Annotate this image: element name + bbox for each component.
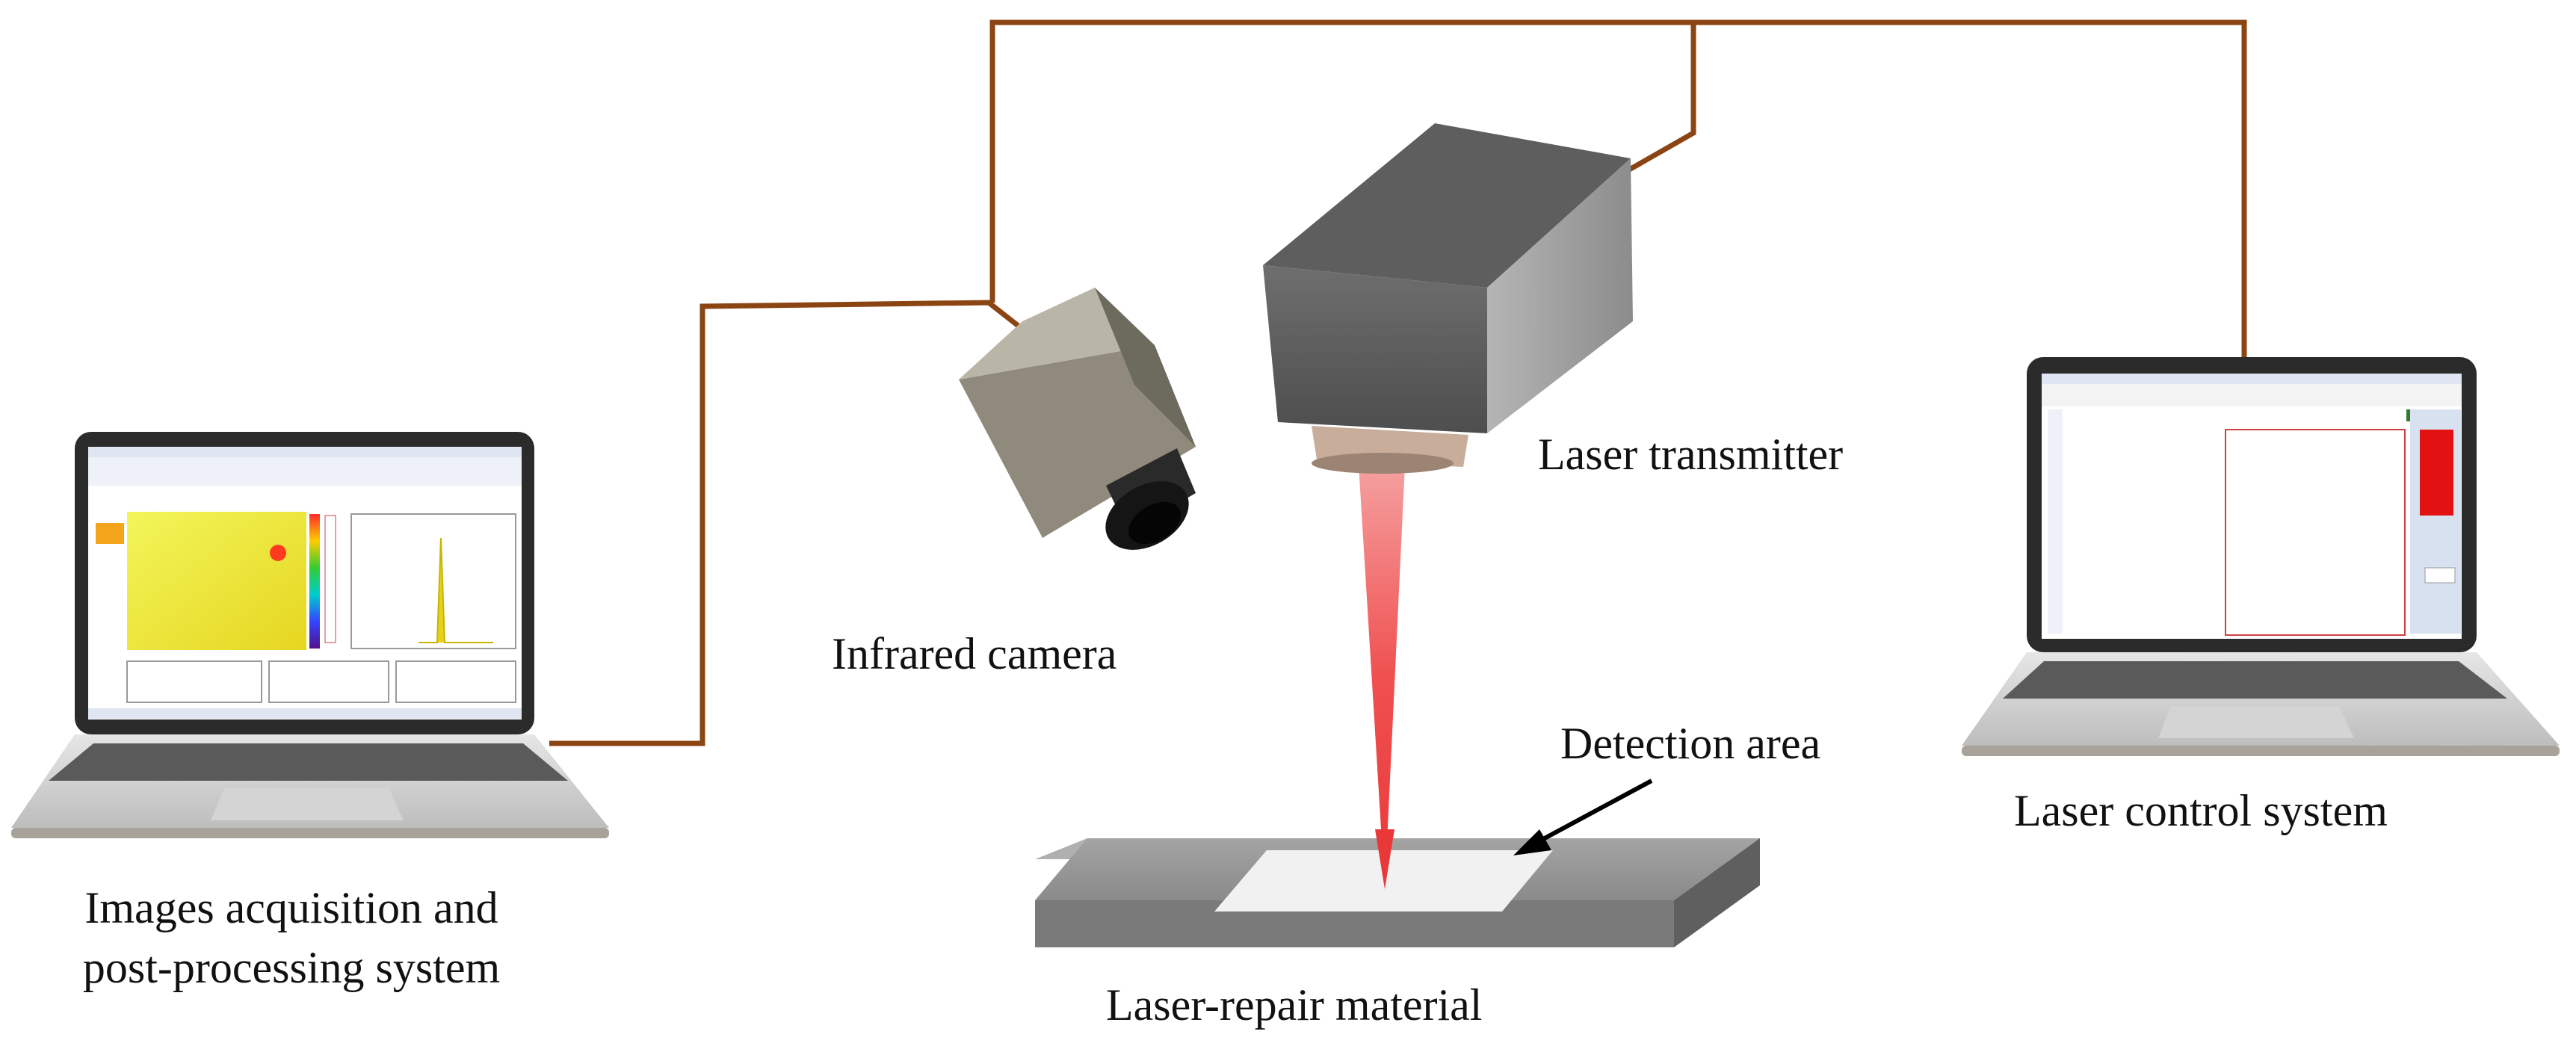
label-infrared-camera: Infrared camera <box>832 629 1117 678</box>
laser-aperture <box>1312 453 1454 474</box>
laptop-keyboard <box>2003 661 2507 699</box>
infrared-camera <box>959 288 1196 550</box>
cable-laptop-to-camera <box>549 300 1022 746</box>
laser-transmitter <box>1263 123 1633 474</box>
material-side-face <box>1674 838 1760 947</box>
label-acquisition-line1: Images acquisition and <box>84 883 498 932</box>
alarm-panel <box>2420 430 2453 516</box>
laser-beam <box>1359 465 1405 889</box>
laser-side-face <box>1487 158 1633 433</box>
laptop-touchpad <box>2158 706 2354 738</box>
cable-camera-to-top <box>989 19 2247 370</box>
histogram-peak <box>418 537 493 643</box>
laptop-touchpad <box>211 788 404 820</box>
control-laptop <box>1962 357 2560 756</box>
acquisition-laptop <box>11 432 609 838</box>
camera-side-face <box>1095 288 1196 447</box>
material-front-face <box>1035 900 1674 947</box>
laser-top-face <box>1263 123 1631 288</box>
label-acquisition-line2: post-processing system <box>82 943 501 992</box>
label-detection-area: Detection area <box>1560 719 1821 768</box>
label-laser-transmitter: Laser transmitter <box>1538 430 1844 479</box>
camera-front-face <box>959 345 1196 538</box>
cable-top-to-laser <box>1624 22 1696 175</box>
label-acquisition-system: Images acquisition and post-processing s… <box>30 878 553 997</box>
detection-arrow <box>1513 779 1653 855</box>
colorbar <box>309 514 320 649</box>
label-material: Laser-repair material <box>1106 980 1483 1030</box>
drawing-area <box>2225 429 2406 636</box>
laser-front-face <box>1263 265 1487 433</box>
thermal-image <box>127 512 306 650</box>
laser-repair-material <box>1035 838 1760 947</box>
connection-cables <box>549 19 2247 746</box>
label-laser-control-system: Laser control system <box>2014 786 2388 835</box>
laser-beam-tip <box>1375 829 1394 889</box>
laptop-keyboard <box>49 743 568 781</box>
